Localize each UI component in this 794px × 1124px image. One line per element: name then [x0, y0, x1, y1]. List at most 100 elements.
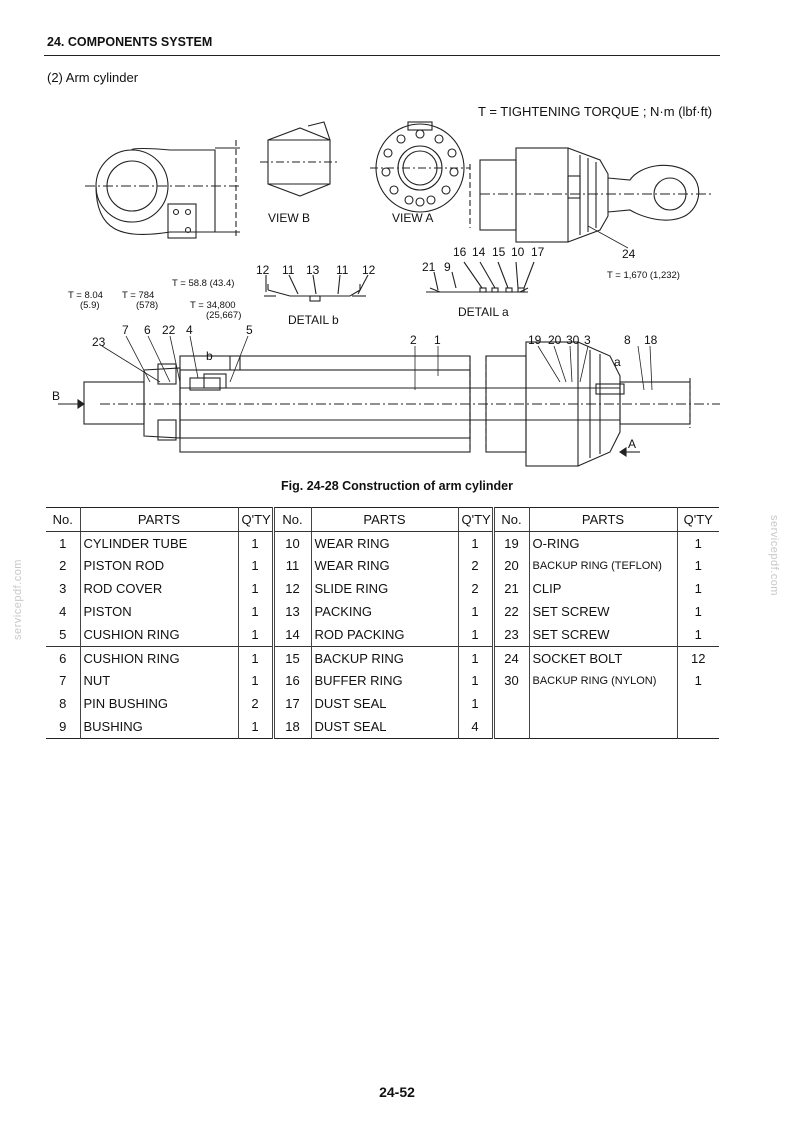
part-name: CYLINDER TUBE	[79, 531, 238, 555]
part-number: 3	[59, 581, 67, 597]
callout-b-12a: 12	[256, 263, 270, 277]
part-number: 23	[491, 622, 529, 647]
part-number: 17	[271, 692, 311, 716]
part-quantity: 1	[237, 645, 273, 670]
part-name: BACKUP RING (NYLON)	[528, 669, 677, 693]
torque-4-value: T = 34,800	[190, 300, 236, 311]
view-b	[260, 121, 340, 197]
part-quantity: 1	[237, 600, 273, 623]
callout-24: 24	[622, 247, 636, 261]
callout-5: 5	[246, 323, 253, 337]
callout-a-16: 16	[453, 245, 467, 259]
main-cylinder-section	[83, 341, 720, 467]
part-quantity: 2	[237, 692, 273, 716]
torque-1-alt: (5.9)	[80, 300, 100, 311]
figure-caption: Fig. 24-28 Construction of arm cylinder	[281, 479, 513, 493]
part-name: PACKING	[310, 600, 458, 623]
callout-b-13: 13	[306, 263, 320, 277]
part-number: 19	[491, 531, 529, 555]
part-quantity: 1	[237, 577, 273, 601]
part-name	[528, 692, 677, 716]
torque-5-value: T = 1,670 (1,232)	[607, 270, 680, 281]
part-quantity: 1	[676, 577, 719, 601]
part-quantity: 1	[676, 600, 719, 623]
col-header-no: No.	[491, 507, 529, 532]
torque-2-alt: (578)	[136, 300, 158, 311]
part-number: 18	[271, 715, 311, 739]
part-name: BACKUP RING (TEFLON)	[528, 554, 677, 578]
part-quantity: 1	[676, 622, 719, 647]
part-number	[491, 715, 529, 739]
callout-18: 18	[644, 333, 658, 347]
part-number: 6	[46, 645, 80, 670]
view-arrows	[58, 398, 640, 458]
part-number: 30	[491, 669, 529, 693]
detail-b	[264, 274, 369, 302]
subsection-title: (2) Arm cylinder	[47, 70, 139, 85]
part-quantity: 1	[237, 715, 273, 739]
marker-view-a: A	[628, 437, 636, 451]
head-end-view	[469, 147, 712, 243]
part-quantity: 1	[237, 669, 273, 693]
part-name: ROD COVER	[79, 577, 238, 601]
view-a-label: VIEW A	[392, 211, 433, 225]
part-number: 9	[59, 719, 67, 735]
watermark-left: servicepdf.com	[12, 559, 24, 640]
callout-8: 8	[624, 333, 631, 347]
section-title: 24. COMPONENTS SYSTEM	[47, 35, 213, 49]
callout-20: 20	[548, 333, 562, 347]
callout-2: 2	[410, 333, 417, 347]
torque-note: T = TIGHTENING TORQUE ; N·m (lbf·ft)	[478, 104, 713, 119]
detail-a	[426, 261, 535, 293]
part-quantity: 1	[457, 531, 493, 555]
part-number: 24	[491, 645, 529, 670]
part-number: 20	[491, 554, 529, 578]
callout-6: 6	[144, 323, 151, 337]
torque-4-alt: (25,667)	[206, 310, 241, 321]
part-name: BUSHING	[79, 715, 238, 739]
arm-cylinder-drawing: VIEW B VIEW A DETAIL b DETAIL a T = 8.04…	[52, 121, 720, 467]
page-number: 24-52	[379, 1084, 415, 1100]
col-header-qty: Q'TY	[676, 507, 719, 532]
callout-b-11a: 11	[282, 263, 295, 277]
part-quantity: 1	[237, 531, 273, 555]
callout-22: 22	[162, 323, 176, 337]
col-header-parts: PARTS	[528, 507, 677, 532]
part-quantity	[676, 715, 719, 739]
rod-end-view	[85, 140, 240, 239]
callout-7: 7	[122, 323, 129, 337]
part-name: SOCKET BOLT	[528, 645, 677, 670]
callout-a-9: 9	[444, 260, 451, 274]
callout-4: 4	[186, 323, 193, 337]
part-name: SET SCREW	[528, 600, 677, 623]
part-name: WEAR RING	[310, 554, 458, 578]
part-number: 15	[271, 645, 311, 670]
callout-a-14: 14	[472, 245, 486, 259]
view-a-flange	[370, 121, 470, 213]
part-number: 2	[59, 558, 67, 574]
part-number	[491, 692, 529, 716]
callout-23: 23	[92, 335, 106, 349]
part-quantity: 1	[457, 600, 493, 623]
header-rule	[44, 55, 720, 56]
part-name: CLIP	[528, 577, 677, 601]
col-header-qty: Q'TY	[237, 507, 273, 532]
callout-b-12b: 12	[362, 263, 376, 277]
col-header-parts: PARTS	[79, 507, 238, 532]
part-name: ROD PACKING	[310, 622, 458, 647]
torque-2-value: T = 784	[122, 290, 154, 301]
callout-3: 3	[584, 333, 591, 347]
callout-b-11b: 11	[336, 263, 349, 277]
marker-b: b	[206, 349, 213, 363]
part-name: O-RING	[528, 531, 677, 555]
part-quantity: 2	[457, 577, 493, 601]
part-name: PISTON ROD	[79, 554, 238, 578]
col-header-qty: Q'TY	[457, 507, 493, 532]
